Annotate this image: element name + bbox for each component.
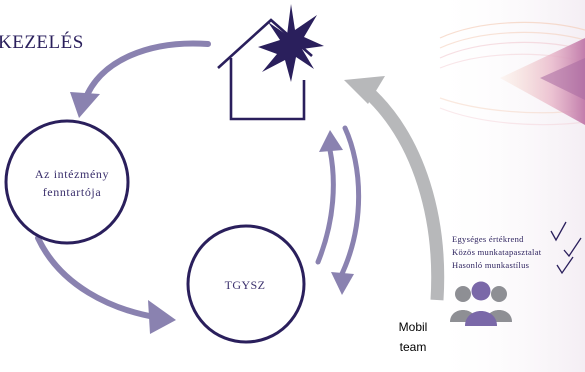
node-fenntarto-label: Az intézmény fenntartója	[16, 165, 128, 201]
mobile-team-label: Mobil team	[388, 317, 438, 357]
node-fenntarto-line1: Az intézmény	[34, 167, 110, 181]
feature-item: Közös munkatapasztalat	[452, 247, 542, 257]
feature-list: Egységes értékrend Közös munkatapasztala…	[452, 233, 541, 272]
arrow-tgysz-house-bidirectional	[315, 125, 362, 295]
check-icon	[563, 237, 582, 258]
page-title: KEZELÉS	[0, 32, 84, 53]
mobile-team-line1: Mobil	[398, 320, 428, 334]
check-icon	[556, 256, 574, 275]
node-tgysz-circle	[186, 224, 306, 344]
feature-item: Hasonló munkastílus	[452, 260, 530, 270]
node-fenntarto-circle	[4, 119, 130, 245]
check-icon	[550, 221, 567, 242]
arrow-mobil-team-to-house	[344, 76, 445, 301]
node-tgysz-label: TGYSZ	[224, 278, 266, 292]
arrow-fenntarto-to-tgysz	[35, 235, 176, 334]
arrow-house-to-fenntarto	[70, 40, 211, 118]
decorative-background	[430, 0, 585, 372]
mobile-team-line2: team	[399, 340, 427, 354]
explosion-icon	[258, 4, 324, 82]
people-icon	[450, 281, 512, 326]
feature-item: Egységes értékrend	[452, 234, 524, 244]
node-fenntarto-line2: fenntartója	[42, 185, 102, 199]
